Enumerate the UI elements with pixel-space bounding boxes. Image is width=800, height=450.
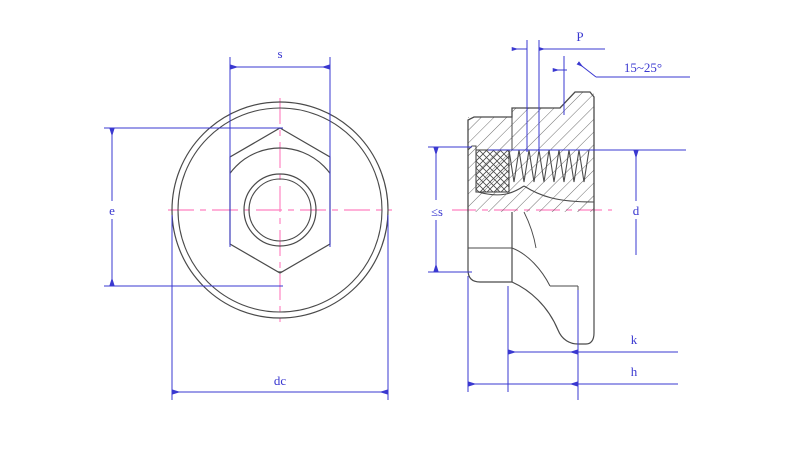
flange-flat-edge: [511, 247, 551, 287]
dim-smax-label: ≤s: [431, 205, 443, 219]
dim-angle-leader-arrow: [576, 61, 597, 78]
dim-P-label: P: [576, 29, 583, 44]
flange-inner-circle: [177, 107, 383, 313]
dim-d-label: d: [633, 203, 640, 218]
dimension-P: P: [511, 29, 605, 152]
dimension-s-max: ≤s: [424, 146, 472, 273]
thread-root-curve: [523, 185, 595, 203]
dimension-h: h: [467, 276, 678, 392]
thread-profile: [508, 149, 590, 183]
flange-outer-circle: [171, 101, 389, 319]
insert-lip-detail: [467, 145, 477, 151]
front-view: s e dc: [102, 46, 392, 400]
dim-dc-label: dc: [274, 373, 287, 388]
dimension-dc: dc: [171, 215, 389, 400]
dimension-e: e: [102, 127, 283, 287]
insert-root-curve: [477, 185, 525, 196]
section-upper-half: [467, 91, 595, 212]
dimension-d: d: [488, 149, 686, 255]
hexagon-chamfer-arcs: [230, 147, 330, 273]
dimension-s: s: [229, 46, 331, 247]
front-view-centerlines: [168, 98, 392, 322]
dim-e-label-mask: [102, 201, 122, 219]
dim-h-label: h: [631, 364, 638, 379]
nylon-insert-block: [475, 149, 510, 193]
dimension-angle: 15~25°: [552, 56, 690, 115]
dim-s-label: s: [277, 46, 282, 61]
hex-body-lower-outline: [467, 212, 512, 283]
flange-skirt-outline: [511, 212, 595, 345]
dim-d-label-mask: [626, 201, 646, 219]
section-upper-outline: [467, 91, 595, 212]
bore-projection-line: [523, 211, 537, 249]
section-view: P 15~25° d ≤s: [424, 29, 690, 400]
bore-outer-circle: [243, 173, 317, 247]
dim-angle-label: 15~25°: [624, 60, 662, 75]
bore-inner-circle: [248, 178, 312, 242]
dim-smax-label-mask: [424, 200, 450, 220]
dim-k-label: k: [631, 332, 638, 347]
dim-e-label: e: [109, 203, 115, 218]
